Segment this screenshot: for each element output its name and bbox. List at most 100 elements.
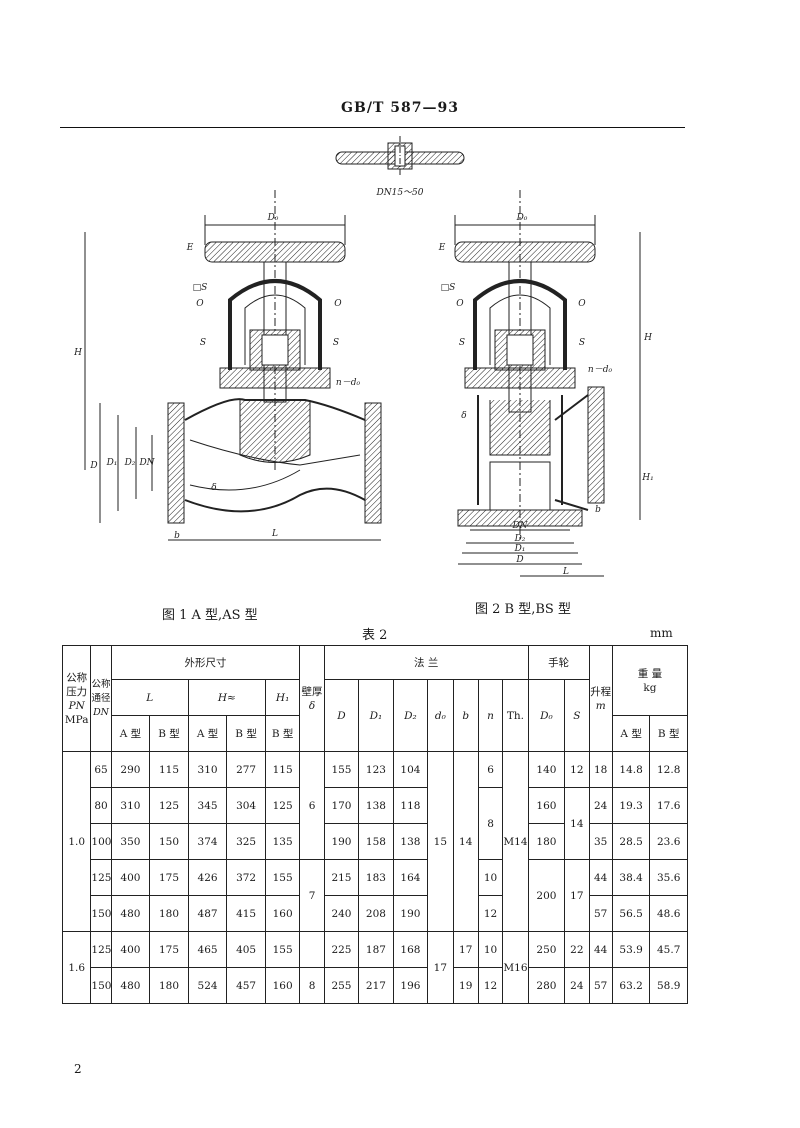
valve-drawings: DN15～50 D₀ E □S	[73, 136, 654, 577]
table-cell: 35.6	[649, 859, 688, 896]
dimension-label: D₀	[516, 213, 528, 223]
table-cell: 140	[527, 751, 566, 788]
table-cell: 277	[226, 751, 266, 788]
table-cell: 19.3	[611, 787, 651, 824]
table-cell: B 型	[226, 715, 266, 752]
table-cell: 17	[427, 931, 454, 1004]
table-cell: 225	[323, 931, 360, 968]
table-cell: 23.6	[649, 823, 688, 860]
table-cell: 28.5	[611, 823, 651, 860]
wheel-header: 手轮	[527, 645, 590, 680]
table-cell: 187	[358, 931, 394, 968]
header-row-2: L H≈ H₁ D D₁ D₂ d₀ b n Th. D₀ S	[63, 679, 688, 752]
table-cell: 35	[588, 823, 613, 860]
table-cell: 155	[323, 751, 360, 788]
table-cell: 215	[323, 859, 360, 896]
table-cell: 123	[358, 751, 394, 788]
figure-1-caption: 图 1 A 型,AS 型	[162, 608, 258, 623]
table-cell: 38.4	[611, 859, 651, 896]
pn-header: 公称压力 PN MPa	[61, 645, 92, 752]
dimension-label: □S	[441, 283, 456, 293]
table-cell: 208	[358, 895, 394, 932]
table-cell: 125	[149, 787, 189, 824]
table-cell: 65	[90, 751, 112, 788]
table-cell: 415	[226, 895, 266, 932]
table-cell: 175	[149, 859, 189, 896]
table-cell: 196	[392, 967, 429, 1004]
table-cell: 180	[149, 895, 189, 932]
table-cell: 168	[392, 931, 429, 968]
table-cell: 12	[477, 967, 504, 1004]
spec-table: 公称压力 PN MPa 公称通径 DN 外形尺寸 壁厚 δ 法 兰 手轮 升程 …	[61, 645, 689, 1004]
table-cell: 12.8	[649, 751, 688, 788]
col-D: D	[323, 679, 360, 752]
table-cell: 45.7	[649, 931, 688, 968]
dimension-label: b	[174, 531, 180, 541]
dimension-label: S	[459, 338, 465, 348]
table-cell: 104	[392, 751, 429, 788]
dimension-label: O	[456, 299, 464, 309]
col-d0: d₀	[427, 679, 454, 752]
table-cell: A 型	[611, 715, 651, 752]
table-cell: 18	[588, 751, 613, 788]
table-cell: 405	[226, 931, 266, 968]
table-cell: 14	[452, 751, 479, 932]
table-cell: 58.9	[649, 967, 688, 1004]
table-cell: 155	[264, 931, 301, 968]
table-cell: 164	[392, 859, 429, 896]
dimension-label: DN	[138, 458, 155, 468]
dimension-label: n－d₀	[336, 378, 361, 388]
figure-1-drawing	[84, 190, 382, 541]
table-cell: 374	[187, 823, 228, 860]
table-cell: 170	[323, 787, 360, 824]
table-cell: 115	[264, 751, 301, 788]
page-number: 2	[74, 1062, 82, 1076]
dimension-label: H	[643, 333, 652, 343]
table-cell: 24	[588, 787, 613, 824]
table-cell: 44	[588, 931, 613, 968]
dimension-label: S	[579, 338, 585, 348]
lift-header: 升程 m	[588, 645, 613, 752]
col-S: S	[564, 679, 590, 752]
table-cell: 180	[527, 823, 566, 860]
table-cell: 487	[187, 895, 228, 932]
dimension-label: D₁	[106, 458, 118, 468]
handwheel-note: DN15～50	[376, 188, 424, 198]
table-cell: 125	[264, 787, 301, 824]
dimension-label: b	[595, 505, 601, 515]
pn-value: 1.6	[61, 931, 92, 1004]
table-cell: 158	[358, 823, 394, 860]
figure-2-caption: 图 2 B 型,BS 型	[475, 602, 571, 617]
figure-2-labels: D₀ E □S O O S S H n－d₀ H₁ δ b DN D₂ D₁ D…	[438, 213, 654, 577]
table-cell: 19	[452, 967, 479, 1004]
table-cell: M16	[502, 931, 529, 1004]
table-cell: 150	[90, 967, 112, 1004]
dimension-label: D	[515, 555, 523, 565]
table-cell: 310	[187, 751, 228, 788]
table-cell: A 型	[187, 715, 228, 752]
table-cell: 14.8	[611, 751, 651, 788]
table-cell: 290	[110, 751, 151, 788]
table-cell: 17	[452, 931, 479, 968]
table-cell: 10	[477, 931, 504, 968]
table-cell: 8	[477, 787, 504, 860]
table-cell: 372	[226, 859, 266, 896]
table-cell: 310	[110, 787, 151, 824]
table-cell: 125	[90, 931, 112, 968]
col-th: Th.	[502, 679, 529, 752]
table-cell: 457	[226, 967, 266, 1004]
table-cell: 24	[564, 967, 590, 1004]
table-cell: M14	[502, 751, 529, 932]
dimension-label: O	[334, 299, 342, 309]
table-cell: 100	[90, 823, 112, 860]
table-title: 表 2	[362, 628, 388, 643]
table-cell: 48.6	[649, 895, 688, 932]
table-cell: 280	[527, 967, 566, 1004]
table-cell: 125	[90, 859, 112, 896]
table-cell: 190	[392, 895, 429, 932]
